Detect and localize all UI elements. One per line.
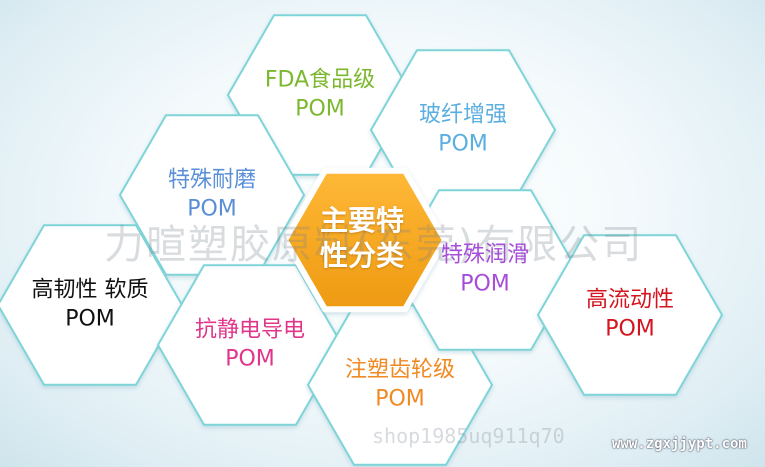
hex-label-gear: 注塑齿轮级 POM xyxy=(345,356,455,413)
hex-label-line1: 高流动性 xyxy=(585,287,675,313)
hex-antistatic xyxy=(156,264,344,426)
center-line-2: 性分类 xyxy=(319,239,405,272)
hex-tough xyxy=(0,224,184,386)
hex-label-line2: POM xyxy=(225,346,275,371)
hex-label-antistatic: 抗静电导电 POM xyxy=(195,316,305,373)
hex-label-line1: 高韧性 软质 xyxy=(31,277,149,303)
hex-label-lube: 特殊润滑 POM xyxy=(441,241,529,298)
hex-label-line2: POM xyxy=(460,271,510,296)
hex-label-line1: 特殊润滑 xyxy=(440,242,530,268)
hex-label-glass: 玻纤增强 POM xyxy=(419,101,507,158)
hex-label-fda: FDA食品级 POM xyxy=(265,66,375,123)
center-hex-label: 主要特 性分类 xyxy=(320,203,404,273)
hex-label-line1: 玻纤增强 xyxy=(418,102,508,128)
hex-label-flow: 高流动性 POM xyxy=(586,286,674,343)
shop-watermark: shop1985uq911q70 xyxy=(372,424,565,448)
center-line-1: 主要特 xyxy=(319,204,405,237)
hex-label-line2: POM xyxy=(295,96,345,121)
hex-label-line2: POM xyxy=(187,196,237,221)
hex-label-line1: 注塑齿轮级 xyxy=(344,357,456,383)
hex-label-line1: FDA食品级 xyxy=(264,67,376,93)
hex-label-line2: POM xyxy=(375,386,425,411)
hex-label-line1: 抗静电导电 xyxy=(194,317,306,343)
hex-flow xyxy=(536,234,724,396)
hex-center xyxy=(281,167,449,313)
hex-label-line2: POM xyxy=(438,131,488,156)
hex-label-line2: POM xyxy=(605,316,655,341)
site-watermark: www.zgxjjypt.com xyxy=(612,436,747,452)
hex-label-line2: POM xyxy=(65,306,115,331)
hex-label-line1: 特殊耐磨 xyxy=(167,167,257,193)
hex-label-tough: 高韧性 软质 POM xyxy=(32,276,149,333)
hex-label-wear: 特殊耐磨 POM xyxy=(168,166,256,223)
